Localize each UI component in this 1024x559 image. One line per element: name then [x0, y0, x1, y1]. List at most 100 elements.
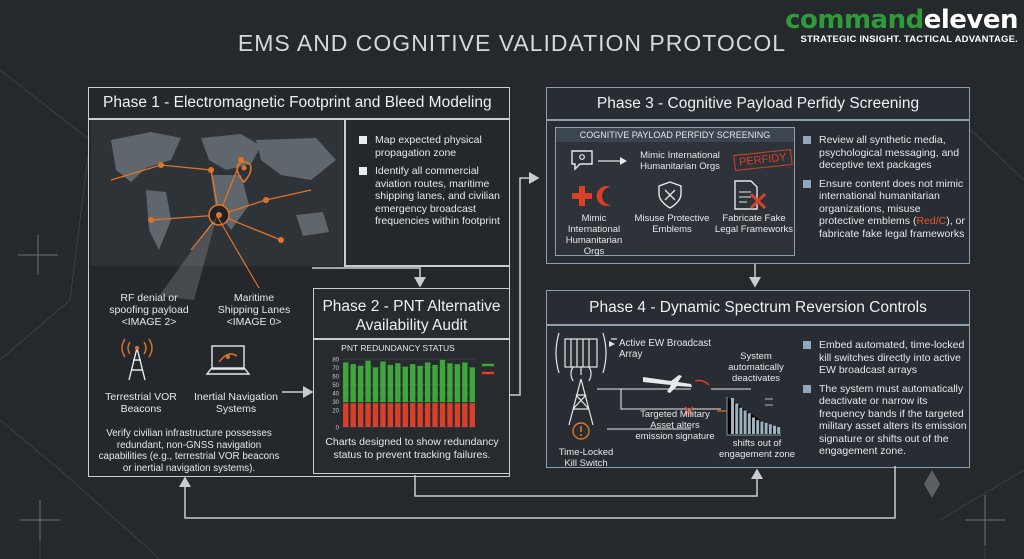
pnt-bar-green: [454, 364, 461, 403]
shift-bar: [743, 410, 747, 434]
phase1-divider: [89, 118, 509, 120]
phase3-panel: Phase 3 - Cognitive Payload Perfidy Scre…: [546, 87, 970, 264]
shift-bar: [756, 420, 760, 434]
label-inertial-line2: Systems: [215, 403, 257, 415]
label-ew-array: Active EW Broadcast Array: [619, 338, 712, 360]
label-rf-denial-line2: spoofing payload: [109, 304, 189, 316]
fabricate-frameworks-label: Fabricate Fake Legal Frameworks: [714, 213, 794, 235]
pnt-bar-green: [365, 360, 371, 403]
pnt-bar-green: [469, 367, 475, 403]
misuse-line1: Misuse Protective: [634, 213, 710, 224]
label-deactivates: System automatically deactivates: [721, 351, 791, 384]
pnt-bar-red: [372, 403, 379, 427]
fabricate-line1: Fabricate Fake: [722, 213, 786, 224]
pnt-bar-green: [387, 364, 394, 403]
pnt-bar-green: [432, 364, 438, 403]
phase1-panel: Phase 1 - Electromagnetic Footprint and …: [88, 87, 510, 477]
pnt-bar-green: [439, 359, 446, 403]
location-pin-icon: [236, 161, 252, 184]
pnt-bar-green: [402, 366, 408, 403]
mimic-line3: Humanitarian Orgs: [565, 235, 623, 257]
perfidy-screening-box: COGNITIVE PAYLOAD PERFIDY SCREENING Mimi…: [555, 127, 795, 257]
pnt-bar-green: [447, 363, 453, 403]
label-maritime-line1: Maritime: [233, 292, 275, 304]
phase3-bullet-2-pre: Ensure content does not mimic internatio…: [819, 177, 964, 228]
pnt-bar-red: [447, 403, 453, 427]
antenna-array-icon: [555, 332, 607, 375]
label-maritime: Maritime Shipping Lanes <IMAGE 0>: [199, 292, 309, 328]
shift-bar: [777, 427, 781, 434]
label-target-asset: Targeted Military Asset alters emission …: [627, 409, 723, 442]
shield-icon: [658, 181, 682, 209]
pnt-ytick-label: 20: [332, 409, 339, 415]
kill-switch-line1: Time-Locked: [558, 447, 614, 458]
perfidy-box-header: COGNITIVE PAYLOAD PERFIDY SCREENING: [556, 128, 794, 142]
phase4-title: Phase 4 - Dynamic Spectrum Reversion Con…: [589, 299, 927, 316]
pnt-bar-green: [372, 367, 379, 403]
diamond-mark: [924, 470, 940, 498]
radio-tower-icon: [121, 338, 153, 381]
red-cross-icon: [572, 186, 592, 206]
pnt-ytick-label: 30: [332, 400, 339, 406]
label-rf-denial: RF denial or spoofing payload <IMAGE 2>: [99, 292, 199, 328]
pnt-bar-red: [395, 403, 401, 427]
label-vor: Terrestrial VOR Beacons: [91, 391, 191, 415]
mimic-orgs-label: Mimic International Humanitarian Orgs: [558, 213, 630, 257]
shift-bar: [752, 417, 755, 434]
laptop-navigation-icon: [205, 345, 251, 375]
logo-word-command: command: [785, 5, 924, 35]
shifts-line2: engagement zone: [718, 449, 796, 460]
brand-logo: commandeleven STRATEGIC INSIGHT. TACTICA…: [785, 6, 1018, 45]
pnt-chart-legend: [482, 363, 494, 375]
kill-switch-line2: Kill Switch: [564, 458, 608, 469]
pnt-bar-green: [357, 365, 364, 403]
pnt-ytick-label: 80: [332, 358, 339, 364]
phase4-bullets: Embed automated, time-locked kill switch…: [803, 339, 967, 464]
target-line1: Targeted Military: [640, 409, 710, 420]
pnt-bar-green: [417, 365, 423, 403]
shift-bar: [731, 398, 734, 434]
phase1-bullets: Map expected physical propagation zone I…: [359, 134, 504, 234]
world-map-icon: [91, 120, 343, 266]
deactivates-line2: automatically: [728, 362, 784, 373]
phase4-divider: [547, 324, 969, 326]
pnt-bar-red: [439, 403, 446, 427]
phase3-bullet-2: Ensure content does not mimic internatio…: [803, 178, 967, 241]
perfidy-stamp: PERFIDY: [733, 149, 793, 171]
phase4-diagram: [555, 332, 781, 440]
label-maritime-line3: <IMAGE 0>: [226, 316, 282, 328]
pnt-bar-red: [424, 403, 431, 427]
pnt-bar-green: [395, 363, 401, 403]
shift-bar: [735, 403, 739, 434]
phase4-bullet-1: Embed automated, time-locked kill switch…: [803, 339, 967, 377]
phase3-bullet-1: Review all synthetic media, psychologica…: [803, 134, 967, 172]
pnt-bar-green: [343, 362, 349, 403]
shift-bar: [739, 407, 743, 434]
phase1-bullet-1: Map expected physical propagation zone: [359, 134, 504, 159]
document-x-icon: [734, 180, 767, 210]
shift-bar: [764, 422, 768, 434]
pnt-bar-green: [350, 364, 356, 403]
label-kill-switch: Time-Locked Kill Switch: [553, 447, 619, 469]
label-inertial-line1: Inertial Navigation: [193, 391, 279, 403]
pnt-ytick-label: 70: [332, 366, 339, 372]
phase2-divider: [314, 338, 509, 340]
logo-tagline: STRATEGIC INSIGHT. TACTICAL ADVANTAGE.: [800, 34, 1018, 45]
pnt-bar-red: [357, 403, 364, 427]
pnt-ytick-label: 0: [336, 426, 340, 432]
phase3-bullets: Review all synthetic media, psychologica…: [803, 134, 967, 246]
deactivates-line1: System: [740, 351, 772, 362]
fabricate-line2: Legal Frameworks: [714, 224, 794, 235]
shift-bar: [773, 425, 776, 434]
pnt-chart-title: PNT REDUNDANCY STATUS: [341, 343, 455, 353]
target-line2: Asset alters: [650, 420, 700, 431]
label-rf-denial-line1: RF denial or: [120, 292, 178, 304]
mimic-orgs-top-label: Mimic International Humanitarian Orgs: [630, 150, 730, 172]
pnt-bar-green: [380, 361, 386, 403]
logo-word-eleven: eleven: [923, 5, 1019, 35]
label-shifts-out: shifts out of engagement zone: [717, 438, 797, 460]
phase2-title: Phase 2 - PNT Alternative Availability A…: [314, 297, 509, 335]
phase3-bullet-2-accent: Red/C: [916, 215, 947, 227]
